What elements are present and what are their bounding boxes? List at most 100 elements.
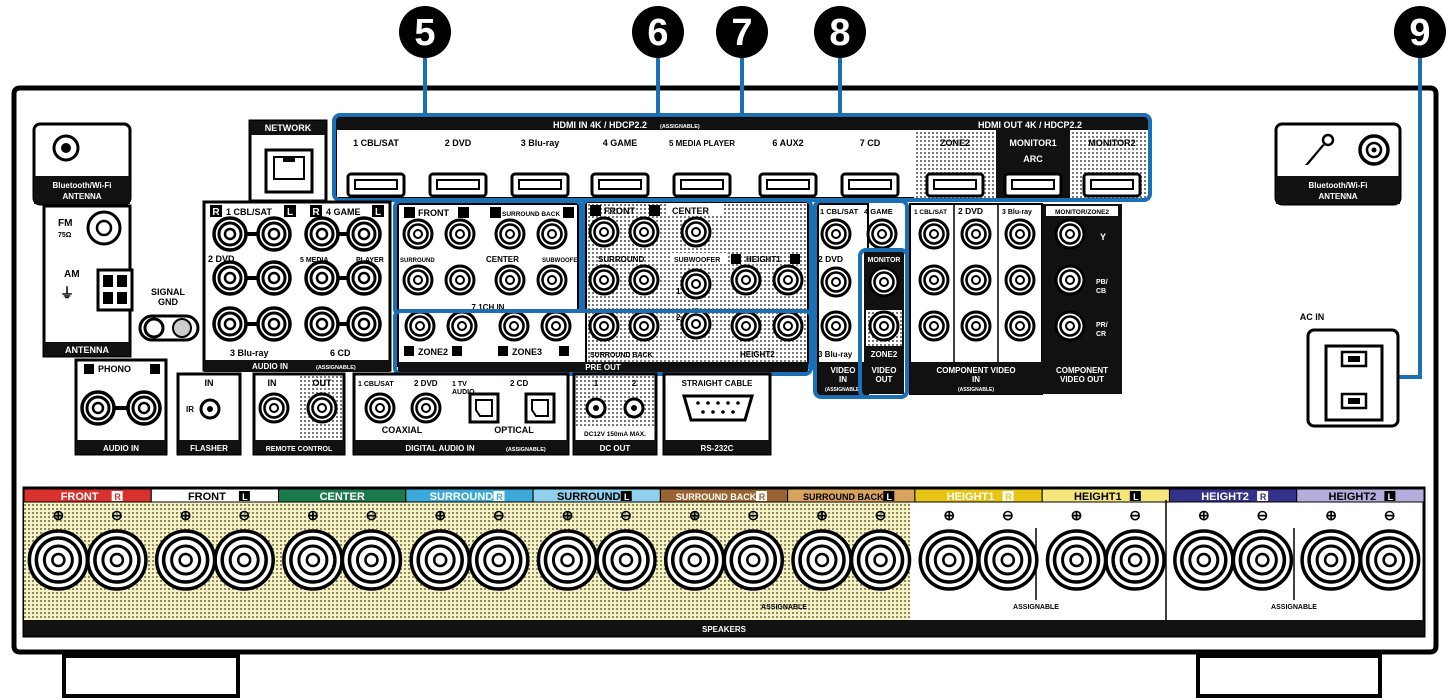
component-in-c1-r3[interactable] xyxy=(918,310,950,342)
hdmi-in-port-4[interactable] xyxy=(590,172,650,198)
preout-height1-r[interactable] xyxy=(730,264,762,296)
component-in-c2-r1[interactable] xyxy=(960,218,992,250)
ch71-jack-r2-c4[interactable] xyxy=(536,264,568,296)
zone-jack-4[interactable] xyxy=(540,310,572,342)
preout-surround-r[interactable] xyxy=(588,264,620,296)
component-out-r1[interactable] xyxy=(1054,218,1086,250)
hdmi-out-port-3[interactable] xyxy=(1082,172,1142,198)
hdmi-in-port-5[interactable] xyxy=(672,172,732,198)
spk-post-minus-2[interactable] xyxy=(213,529,275,591)
hdmi-in-port-6[interactable] xyxy=(758,172,818,198)
audio-in-jack-r3-c3[interactable] xyxy=(304,306,340,342)
preout-front-l[interactable] xyxy=(628,216,660,248)
preout-sub1[interactable] xyxy=(680,268,712,300)
hdmi-out-port-2[interactable] xyxy=(1003,172,1063,198)
preout-height1-l[interactable] xyxy=(772,264,804,296)
spk-post-plus-5[interactable] xyxy=(536,529,599,591)
spk-post-minus-10[interactable] xyxy=(1231,529,1294,591)
video-in-3[interactable] xyxy=(820,310,852,342)
spk-minus-icon-8: ⊖ xyxy=(1002,507,1014,523)
hdmi-in-port-1[interactable] xyxy=(346,172,406,198)
ch71-jack-r1-c1[interactable] xyxy=(402,218,434,250)
bt-antenna-left-label2: ANTENNA xyxy=(62,192,101,201)
video-in-2[interactable] xyxy=(820,266,852,298)
video-in-4[interactable] xyxy=(866,218,898,250)
phono-title: AUDIO IN xyxy=(103,444,139,453)
preout-front-r[interactable] xyxy=(588,216,620,248)
preout-center[interactable] xyxy=(680,216,712,248)
audio-in-jack-r1-c1[interactable] xyxy=(212,216,248,252)
spk-post-minus-6[interactable] xyxy=(722,529,785,591)
spk-post-plus-3[interactable] xyxy=(282,529,344,591)
spk-post-plus-2[interactable] xyxy=(154,529,217,591)
spk-post-plus-10[interactable] xyxy=(1173,529,1235,591)
audio-in-jack-r2-c1[interactable] xyxy=(212,260,248,296)
ac-inlet[interactable] xyxy=(1324,344,1384,422)
preout-height2-l[interactable] xyxy=(772,310,804,342)
spk-post-plus-1[interactable] xyxy=(27,529,90,591)
component-in-c3-r3[interactable] xyxy=(1004,310,1036,342)
ch71-jack-r2-c1[interactable] xyxy=(402,264,434,296)
component-in-c2-r2[interactable] xyxy=(960,264,992,296)
video-out-zone2[interactable] xyxy=(868,310,900,342)
zone-jack-3[interactable] xyxy=(498,310,530,342)
spk-post-minus-3[interactable] xyxy=(340,529,403,591)
optical-jack-1[interactable] xyxy=(468,392,500,424)
hdmi-out-port-1[interactable] xyxy=(925,172,985,198)
ch71-jack-r1-c3[interactable] xyxy=(494,218,526,250)
ch71-jack-r1-c2[interactable] xyxy=(444,218,476,250)
hdmi-in-port-2[interactable] xyxy=(428,172,488,198)
spk-post-plus-6[interactable] xyxy=(663,529,726,591)
hdmi-in-port-7[interactable] xyxy=(840,172,900,198)
rs232c-port[interactable] xyxy=(682,394,754,422)
preout-height2-r[interactable] xyxy=(730,310,762,342)
coaxial-jack-1[interactable] xyxy=(364,392,396,424)
remote-out-jack[interactable] xyxy=(306,392,338,424)
preout-sb-r[interactable] xyxy=(588,310,620,342)
component-in-c3-r2[interactable] xyxy=(1004,264,1036,296)
video-out-monitor[interactable] xyxy=(868,266,900,298)
ch71-jack-r2-c3[interactable] xyxy=(494,264,526,296)
spk-post-plus-4[interactable] xyxy=(409,529,471,591)
audio-in-jack-r1-c2[interactable] xyxy=(256,216,292,252)
audio-in-jack-r2-c3[interactable] xyxy=(304,260,340,296)
component-in-c2-r3[interactable] xyxy=(960,310,992,342)
spk-post-minus-11[interactable] xyxy=(1358,529,1421,591)
spk-post-minus-4[interactable] xyxy=(467,529,530,591)
zone-jack-1[interactable] xyxy=(404,310,436,342)
spk-post-plus-7[interactable] xyxy=(791,529,853,591)
audio-in-jack-r3-c4[interactable] xyxy=(346,306,382,342)
spk-post-minus-9[interactable] xyxy=(1104,529,1166,591)
component-in-c1-r1[interactable] xyxy=(918,218,950,250)
spk-post-plus-8[interactable] xyxy=(918,529,981,591)
spk-post-minus-1[interactable] xyxy=(86,529,148,591)
audio-in-jack-r1-c3[interactable] xyxy=(304,216,340,252)
video-in-1[interactable] xyxy=(820,218,852,250)
preout-sb-l[interactable] xyxy=(628,310,660,342)
spk-post-minus-7[interactable] xyxy=(849,529,912,591)
spk-post-minus-8[interactable] xyxy=(977,529,1039,591)
zone-jack-2[interactable] xyxy=(446,310,478,342)
audio-in-jack-r2-c2[interactable] xyxy=(256,260,292,296)
coaxial-jack-2[interactable] xyxy=(410,392,442,424)
audio-in-jack-r2-c4[interactable] xyxy=(346,260,382,296)
ch71-jack-r2-c2[interactable] xyxy=(444,264,476,296)
phono-jack-r[interactable] xyxy=(80,390,116,426)
hdmi-in-title: HDMI IN 4K / HDCP2.2 xyxy=(553,120,647,130)
component-in-c3-r1[interactable] xyxy=(1004,218,1036,250)
component-out-r3[interactable] xyxy=(1054,310,1086,342)
remote-in-jack[interactable] xyxy=(258,392,290,424)
ch71-jack-r1-c4[interactable] xyxy=(536,218,568,250)
spk-post-plus-11[interactable] xyxy=(1300,529,1362,591)
preout-surround-l[interactable] xyxy=(628,264,660,296)
phono-jack-l[interactable] xyxy=(126,390,162,426)
component-out-r2[interactable] xyxy=(1054,264,1086,296)
hdmi-in-port-3[interactable] xyxy=(510,172,570,198)
spk-post-minus-5[interactable] xyxy=(595,529,657,591)
audio-in-jack-r3-c2[interactable] xyxy=(256,306,292,342)
audio-in-jack-r1-c4[interactable] xyxy=(346,216,382,252)
component-in-c1-r2[interactable] xyxy=(918,264,950,296)
audio-in-jack-r3-c1[interactable] xyxy=(212,306,248,342)
preout-sub2[interactable] xyxy=(680,308,712,340)
spk-post-plus-9[interactable] xyxy=(1045,529,1108,591)
